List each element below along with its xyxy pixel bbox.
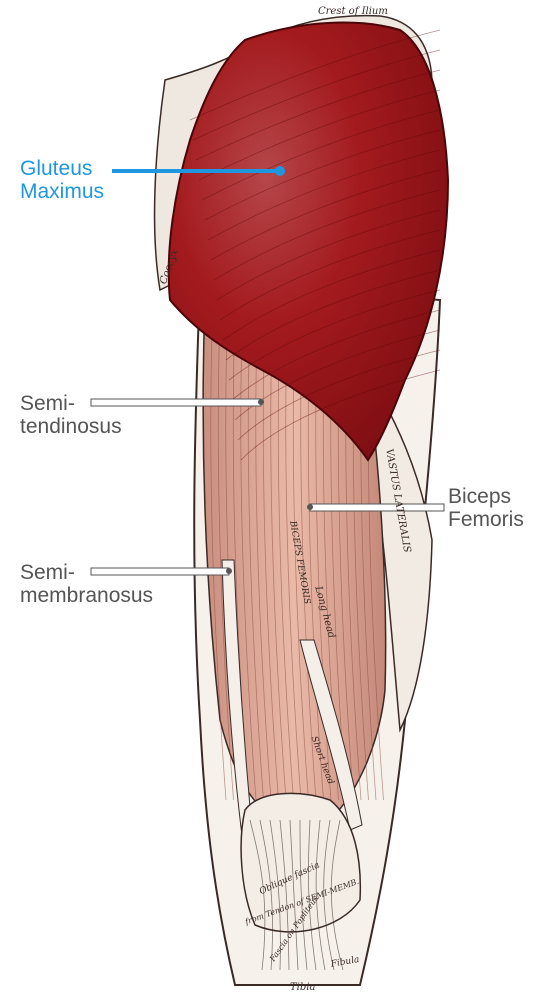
knee-fascia-line (249, 819, 266, 971)
biceps-tendon (299, 639, 363, 831)
gluteus-fiber (216, 209, 441, 301)
knee-fascia-line (289, 819, 299, 971)
semitendinosus-label-line1: Semi- (20, 392, 75, 415)
gluteus-fiber (222, 249, 441, 341)
gluteus-maximus-muscle (167, 21, 450, 462)
knee-fascia-line (315, 819, 326, 971)
biceps-femoris-label-line2: Femoris (448, 508, 524, 531)
hamstring-fiber (292, 329, 309, 801)
hamstring-fiber (240, 329, 257, 801)
knee-fascia-line (269, 819, 281, 971)
gluteus-fiber (204, 129, 441, 221)
semimembranosus-label-line2: membranosus (20, 584, 154, 607)
knee-fascia-line (259, 819, 273, 971)
gluteus-fiber (237, 349, 441, 441)
gluteus-fiber (210, 169, 441, 261)
gluteus-fiber (213, 189, 441, 281)
semimembranosus-connector (90, 567, 232, 576)
gluteus-connector (112, 166, 285, 176)
gluteus-fiber (219, 229, 441, 321)
gluteus-fiber (201, 109, 441, 201)
gluteus-fiber (225, 269, 441, 361)
knee-fascia-line (307, 819, 317, 971)
semitendinosus-connector (90, 398, 264, 407)
biceps-femoris-connector (307, 503, 445, 512)
gluteus-fiber (240, 369, 441, 461)
semimembranosus-label: Semi- membranosus (20, 561, 153, 607)
hamstring-fiber (255, 329, 272, 801)
tibia-text: Tibia (290, 982, 316, 993)
knee-tendon-lines (249, 819, 344, 971)
gluteus-fiber (192, 49, 441, 141)
gluteus-fiber (195, 69, 441, 161)
hamstring-fiber (285, 329, 302, 801)
semitendinosus-label-line2: tendinosus (20, 415, 122, 438)
hamstring-fiber (277, 329, 294, 801)
hamstring-fiber (247, 329, 264, 801)
semimembranosus-label-line1: Semi- (20, 561, 75, 584)
vastus-lateralis-muscle (371, 377, 433, 733)
hamstring-fiber (270, 329, 287, 801)
gluteus-fiber (231, 309, 441, 401)
gluteus-fiber (207, 149, 441, 241)
knee-fascia-line (323, 819, 335, 971)
semitendinosus-label: Semi- tendinosus (20, 392, 122, 438)
gluteus-fiber (228, 289, 441, 381)
gluteus-fiber (198, 89, 441, 181)
knee-fascia-line (330, 819, 344, 971)
hamstring-fiber (262, 329, 279, 801)
hamstring-fiber (210, 329, 227, 801)
hamstring-fiber (217, 329, 234, 801)
biceps-femoris-label-line1: Biceps (448, 485, 512, 508)
knee-fascia-line (299, 819, 308, 971)
gluteus-fibers (189, 29, 441, 461)
knee-fascia-line (279, 819, 290, 971)
crest-of-ilium-text: Crest of Ilium (318, 6, 388, 17)
gluteus-maximus-label-line2: Maximus (20, 180, 105, 203)
gluteus-maximus-label: Gluteus Maximus (20, 157, 104, 203)
gluteus-maximus-label-line1: Gluteus (20, 157, 93, 180)
biceps-femoris-label: Biceps Femoris (448, 485, 524, 531)
gluteus-fiber (189, 29, 441, 121)
